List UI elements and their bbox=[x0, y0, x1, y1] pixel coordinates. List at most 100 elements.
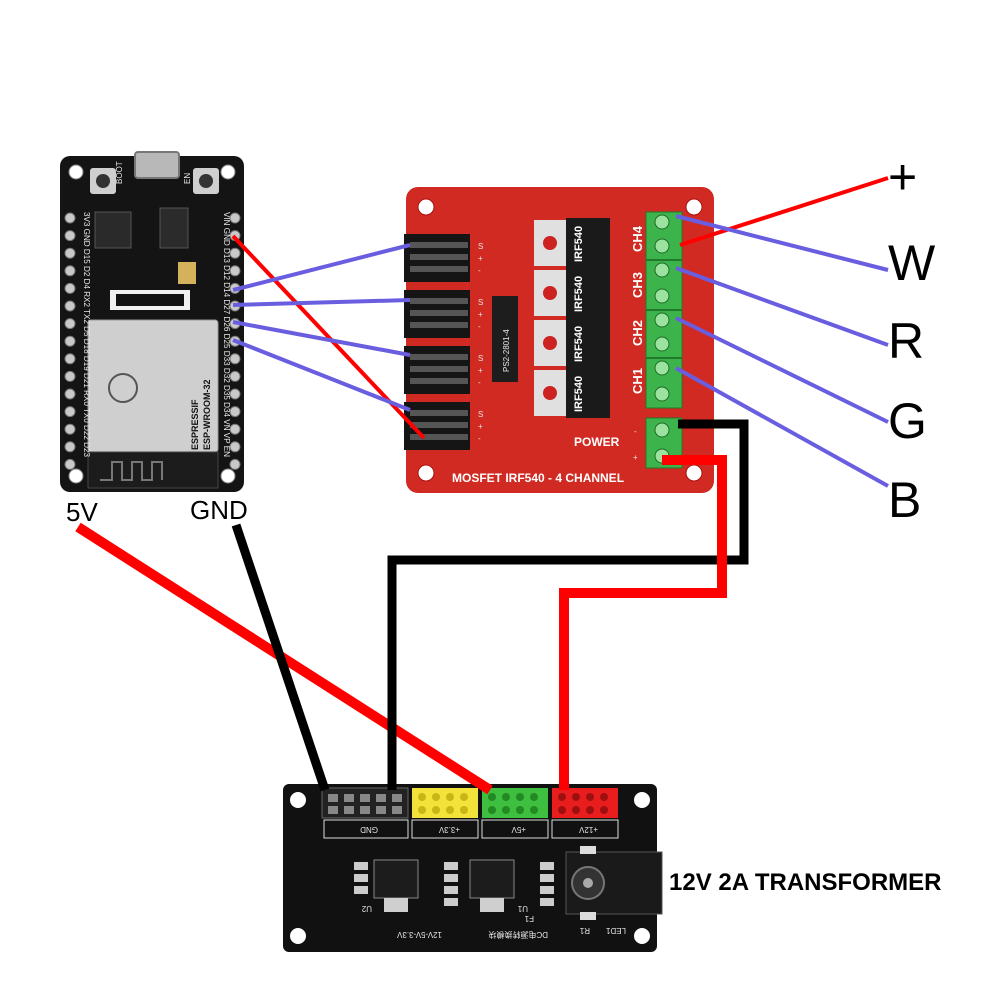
power-label: POWER bbox=[574, 435, 620, 449]
svg-text:S: S bbox=[478, 410, 483, 419]
label-plus: + bbox=[888, 149, 917, 205]
svg-text:S: S bbox=[478, 242, 483, 251]
esp-pin[interactable] bbox=[64, 370, 76, 382]
esp-pin[interactable] bbox=[64, 230, 76, 242]
wire-power-12v bbox=[559, 455, 727, 790]
chip-label: PS2-2801-4 bbox=[502, 329, 511, 372]
esp-pin[interactable] bbox=[64, 212, 76, 224]
boot-label: BOOT bbox=[115, 161, 124, 184]
u1-label: U1 bbox=[517, 904, 528, 913]
esp-pin[interactable] bbox=[64, 265, 76, 277]
esp-pin[interactable] bbox=[64, 247, 76, 259]
esp-pin[interactable] bbox=[64, 282, 76, 294]
svg-text:IRF540: IRF540 bbox=[573, 376, 585, 412]
label-esp-gnd: GND bbox=[190, 495, 248, 525]
label-w: W bbox=[888, 235, 936, 291]
svg-text:+: + bbox=[478, 254, 483, 263]
module-sub-label: ESPRESSIF bbox=[190, 399, 200, 450]
r1-label: R1 bbox=[579, 926, 590, 935]
ch1-label: CH1 bbox=[630, 368, 645, 394]
label-transformer: 12V 2A TRANSFORMER bbox=[669, 869, 941, 896]
esp-pin[interactable] bbox=[229, 406, 241, 418]
led-label: LED1 bbox=[605, 926, 626, 935]
psu-board-text: 12V-5V-3.3V bbox=[396, 930, 442, 939]
svg-text:-: - bbox=[478, 322, 481, 331]
ch4-label: CH4 bbox=[630, 225, 645, 252]
esp-pin[interactable] bbox=[229, 212, 241, 224]
esp-pin[interactable] bbox=[229, 441, 241, 453]
svg-text:IRF540: IRF540 bbox=[573, 226, 585, 262]
esp-pin[interactable] bbox=[229, 458, 241, 470]
signal-wire-3 bbox=[232, 320, 411, 357]
mosfet-input-connector-3[interactable]: S + - bbox=[404, 346, 483, 394]
irf540-transistor-4: IRF540 bbox=[534, 218, 610, 268]
label-r: R bbox=[888, 313, 924, 369]
f1-label: F1 bbox=[524, 914, 534, 923]
signal-wire-4 bbox=[232, 338, 411, 412]
svg-text:-: - bbox=[478, 434, 481, 443]
5v-header[interactable] bbox=[482, 788, 548, 818]
ch2-label: CH2 bbox=[630, 320, 645, 346]
gnd-header[interactable] bbox=[321, 787, 409, 819]
esp-pin[interactable] bbox=[64, 335, 76, 347]
svg-text:-: - bbox=[478, 266, 481, 275]
wire-led-g bbox=[675, 316, 889, 424]
svg-text:IRF540: IRF540 bbox=[573, 326, 585, 362]
esp-pin[interactable] bbox=[64, 300, 76, 312]
svg-text:S: S bbox=[478, 298, 483, 307]
wire-esp-gnd bbox=[231, 523, 330, 792]
irf540-transistor-3: IRF540 bbox=[534, 268, 610, 318]
label-b: B bbox=[888, 472, 921, 528]
mosfet-board: S + - S + - S + - S + - PS2-2801-4 IRF540 bbox=[404, 187, 714, 493]
esp-pin[interactable] bbox=[64, 388, 76, 400]
irf540-transistor-1: IRF540 bbox=[534, 368, 610, 418]
esp-pin[interactable] bbox=[64, 423, 76, 435]
module-label: ESP-WROOM-32 bbox=[202, 379, 212, 450]
esp-pin[interactable] bbox=[64, 318, 76, 330]
svg-text:+: + bbox=[633, 453, 638, 462]
svg-text:-: - bbox=[634, 427, 637, 436]
capacitors-left bbox=[354, 862, 554, 906]
esp-pin[interactable] bbox=[64, 441, 76, 453]
label-esp-5v: 5V bbox=[66, 497, 98, 527]
wires bbox=[75, 176, 889, 795]
3v3-header[interactable] bbox=[412, 788, 478, 818]
esp-pin[interactable] bbox=[64, 406, 76, 418]
mosfet-input-connector-4[interactable]: S+- bbox=[404, 402, 483, 450]
en-label: EN bbox=[183, 173, 192, 184]
svg-text:+: + bbox=[478, 366, 483, 375]
3v3-header-label: +3.3V bbox=[438, 825, 460, 834]
esp-pin[interactable] bbox=[64, 353, 76, 365]
esp-pin[interactable] bbox=[229, 353, 241, 365]
svg-text:IRF540: IRF540 bbox=[573, 276, 585, 312]
wire-led-r bbox=[675, 266, 889, 347]
svg-text:-: - bbox=[478, 378, 481, 387]
label-g: G bbox=[888, 393, 927, 449]
esp-left-pin-labels: 3V3 GND D15 D2 D4 RX2 TX2 D5 D18 D19 D21… bbox=[82, 212, 91, 458]
esp-pin[interactable] bbox=[229, 247, 241, 259]
mosfet-input-connector-2[interactable]: S + - bbox=[404, 290, 483, 338]
channel-terminal-block[interactable] bbox=[645, 211, 683, 409]
wire-power-ground bbox=[387, 419, 749, 790]
psu-board-text-cn: DC电源转换模块 bbox=[488, 930, 548, 940]
esp32-board: BOOT EN ESP-WROOM-32 ESPRESSIF 3V3 GND D… bbox=[60, 151, 244, 492]
mosfet-board-title: MOSFET IRF540 - 4 CHANNEL bbox=[452, 471, 624, 485]
mosfet-input-connector-1[interactable]: S + - bbox=[404, 234, 483, 282]
svg-text:+: + bbox=[478, 310, 483, 319]
esp-pin[interactable] bbox=[229, 423, 241, 435]
esp-pin[interactable] bbox=[229, 265, 241, 277]
gnd-header-label: GND bbox=[360, 825, 378, 834]
esp-pin[interactable] bbox=[64, 458, 76, 470]
u2-label: U2 bbox=[361, 904, 372, 913]
wire-led-w bbox=[675, 214, 889, 272]
esp-pin[interactable] bbox=[229, 370, 241, 382]
svg-text:S: S bbox=[478, 354, 483, 363]
12v-header[interactable] bbox=[552, 788, 618, 818]
psu-board: GND +3.3V +5V +12V U2 U1 LED1 R1 F1 12V-… bbox=[283, 784, 663, 952]
12v-header-label: +12V bbox=[578, 825, 598, 834]
esp-pin[interactable] bbox=[229, 388, 241, 400]
signal-wire-1 bbox=[232, 243, 411, 292]
esp-right-pin-labels: VIN GND D13 D12 D14 D27 D26 D25 D33 D32 … bbox=[222, 212, 231, 457]
wire-led-b bbox=[675, 366, 889, 488]
